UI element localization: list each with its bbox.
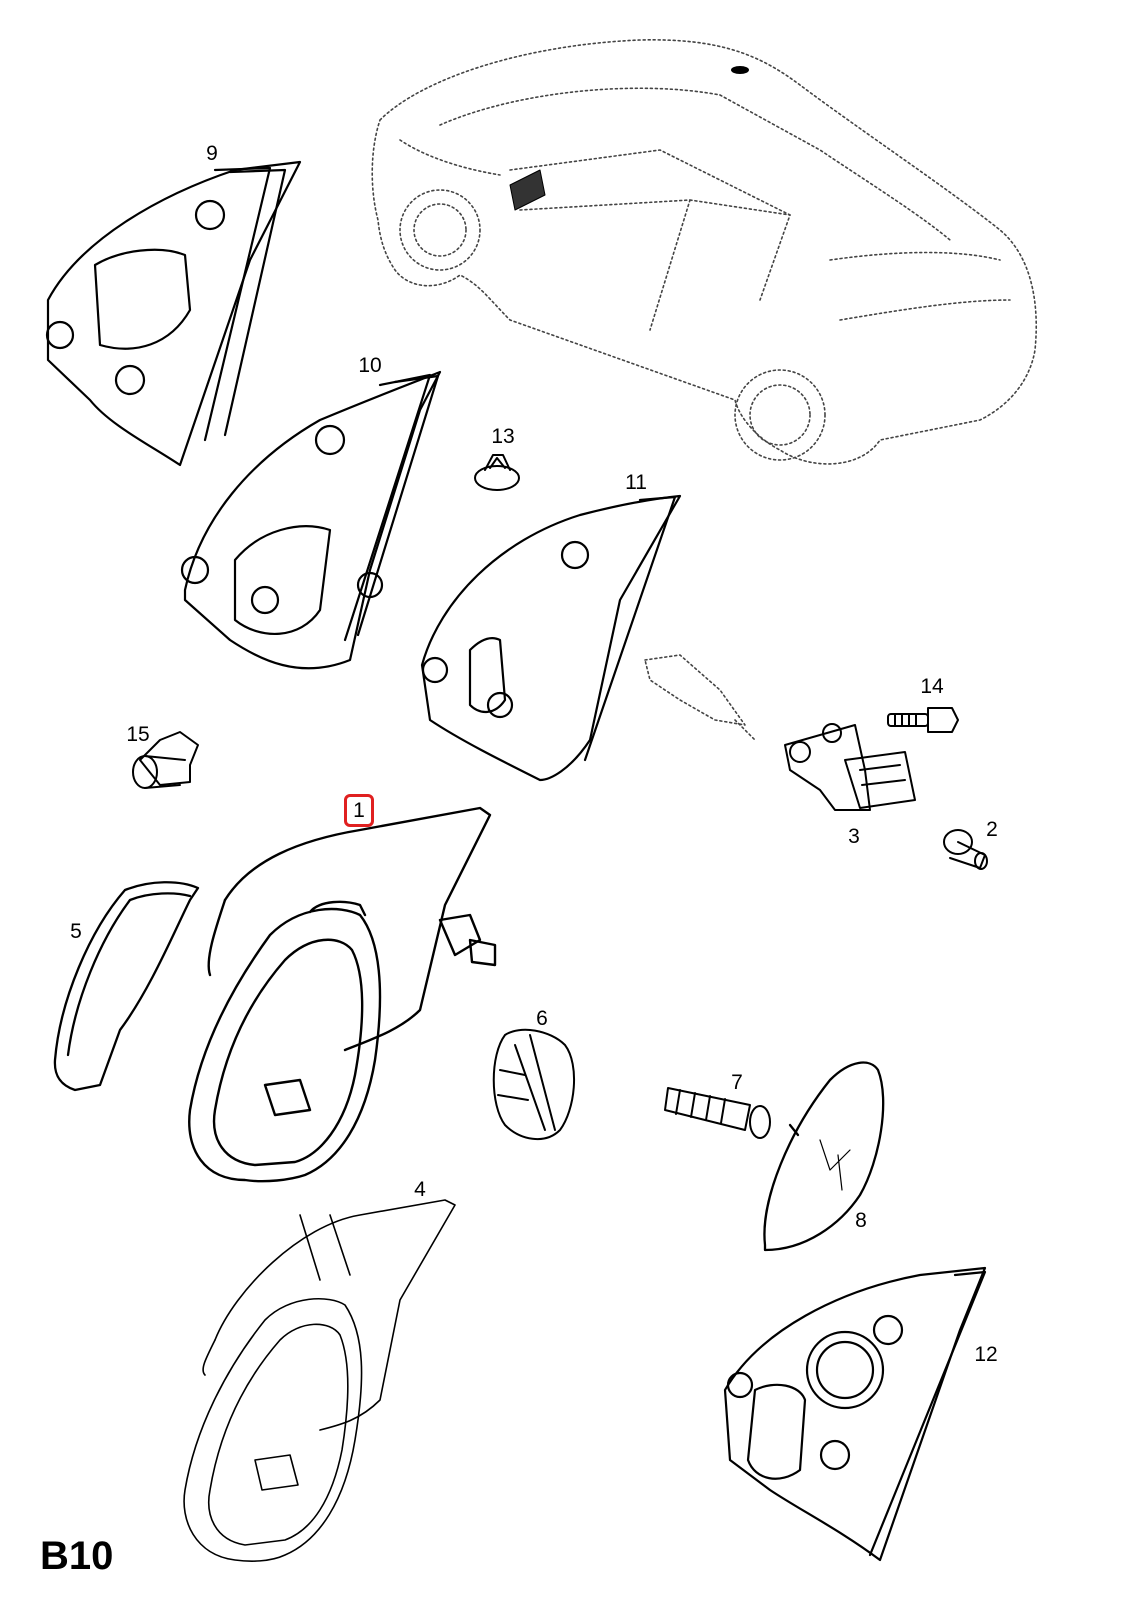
part-1-exterior-mirror: [188, 806, 497, 1183]
callout-7: 7: [731, 1071, 743, 1094]
callout-14: 14: [920, 675, 944, 698]
part-7-bolt: [664, 1087, 771, 1139]
callout-12: 12: [974, 1343, 997, 1366]
wiring-harness-dotted: [644, 654, 756, 741]
part-14-screw: [887, 707, 959, 733]
part-15-sleeve: [132, 731, 199, 789]
callout-1-highlight-box: [344, 794, 374, 827]
callout-6: 6: [536, 1007, 548, 1030]
callout-2: 2: [986, 818, 998, 841]
callout-11: 11: [625, 471, 647, 494]
page-code: B10: [40, 1534, 114, 1578]
part-2-nut: [943, 829, 988, 870]
part-11-trim-panel: [420, 494, 682, 782]
part-6-motor: [492, 1028, 576, 1141]
callout-8: 8: [855, 1209, 867, 1232]
callout-13: 13: [491, 425, 514, 448]
callout-4: 4: [414, 1178, 426, 1201]
car-mirror-marker: [509, 66, 749, 211]
callout-10: 10: [358, 354, 381, 377]
car-silhouette: [371, 39, 1038, 465]
part-5-mirror-cover: [53, 881, 200, 1092]
callout-5: 5: [70, 920, 82, 943]
part-4-mirror-outline: [183, 1199, 456, 1562]
part-9-trim-panel: [45, 160, 302, 467]
part-10-trim-panel: [180, 370, 442, 670]
part-3-bracket-connector: [784, 723, 916, 811]
callout-labels: 9 10 13 11 14 15 1 3 2 5 6 7 4 8 12: [70, 142, 998, 1366]
callout-15: 15: [126, 723, 149, 746]
callout-9: 9: [206, 142, 218, 165]
callout-3: 3: [848, 825, 860, 848]
callout-1: 1: [353, 799, 365, 822]
part-8-mirror-glass: [763, 1061, 885, 1252]
part-12-trim-panel: [723, 1266, 987, 1562]
part-13-clip: [474, 454, 520, 491]
